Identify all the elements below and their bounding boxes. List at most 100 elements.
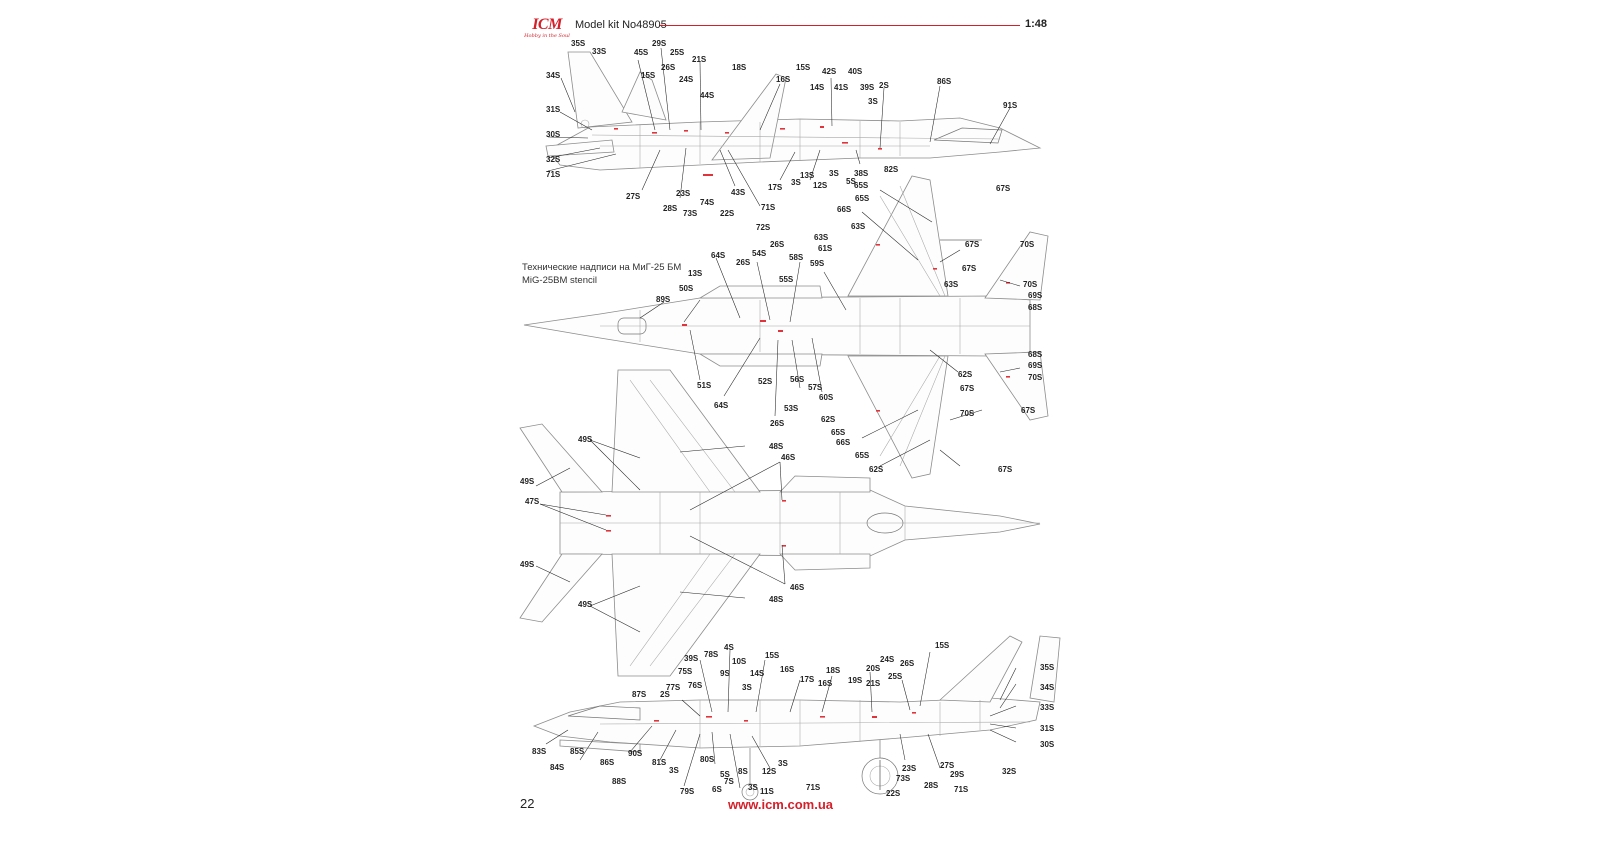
stencil-label: 35S <box>571 39 586 48</box>
stencil-label: 49S <box>578 600 593 609</box>
stencil-label: 65S <box>855 194 870 203</box>
stencil-label: 49S <box>578 435 593 444</box>
stencil-label: 84S <box>550 763 565 772</box>
stencil-label: 8S <box>738 767 748 776</box>
stencil-label: 88S <box>612 777 627 786</box>
scale-label: 1:48 <box>1025 18 1048 30</box>
top-view-labels: 64S26S54S26S58S55S13S50S89S51S64S52S53S2… <box>656 181 1043 474</box>
stencil-label: 26S <box>770 240 785 249</box>
stencil-label: 28S <box>663 204 678 213</box>
stencil-label: 48S <box>769 442 784 451</box>
stencil-label: 3S <box>748 783 758 792</box>
stencil-label: 3S <box>742 683 752 692</box>
stencil-label: 26S <box>770 419 785 428</box>
stencil-label: 77S <box>666 683 681 692</box>
stencil-label: 62S <box>869 465 884 474</box>
stencil-label: 67S <box>998 465 1013 474</box>
stencil-label: 3S <box>669 766 679 775</box>
stencil-label: 29S <box>950 770 965 779</box>
stencil-label: 69S <box>1028 291 1043 300</box>
stencil-label: 22S <box>886 789 901 798</box>
stencil-label: 60S <box>819 393 834 402</box>
stencil-label: 20S <box>866 664 881 673</box>
stencil-label: 63S <box>814 233 829 242</box>
stencil-label: 10S <box>732 657 747 666</box>
stencil-label: 34S <box>1040 683 1055 692</box>
stencil-label: 25S <box>888 672 903 681</box>
stencil-label: 65S <box>855 451 870 460</box>
stencil-label: 30S <box>1040 740 1055 749</box>
side-view-right <box>532 635 1061 801</box>
stencil-label: 46S <box>790 583 805 592</box>
top-view <box>523 175 1049 479</box>
stencil-label: 22S <box>720 209 735 218</box>
stencil-label: 17S <box>768 183 783 192</box>
stencil-label: 31S <box>1040 724 1055 733</box>
stencil-label: 67S <box>996 184 1011 193</box>
stencil-label: 39S <box>684 654 699 663</box>
side-view-left <box>545 51 1042 176</box>
stencil-label: 64S <box>711 251 726 260</box>
stencil-label: 67S <box>965 240 980 249</box>
stencil-label: 63S <box>851 222 866 231</box>
stencil-label: 56S <box>790 375 805 384</box>
stencil-label: 82S <box>884 165 899 174</box>
side-view-right-callouts <box>545 649 1017 790</box>
stencil-label: 43S <box>731 188 746 197</box>
stencil-label: 12S <box>813 181 828 190</box>
stencil-label: 66S <box>837 205 852 214</box>
stencil-label: 16S <box>780 665 795 674</box>
stencil-label: 53S <box>784 404 799 413</box>
stencil-label: 49S <box>520 477 535 486</box>
bottom-view <box>519 369 1041 677</box>
stencil-label: 71S <box>806 783 821 792</box>
stencil-label: 86S <box>937 77 952 86</box>
stencil-label: 66S <box>836 438 851 447</box>
stencil-label: 73S <box>683 209 698 218</box>
stencil-label: 33S <box>1040 703 1055 712</box>
logo-tagline: Hobby in the Soul <box>524 33 570 39</box>
stencil-label: 87S <box>632 690 647 699</box>
stencil-label: 72S <box>756 223 771 232</box>
stencil-label: 58S <box>789 253 804 262</box>
stencil-label: 71S <box>546 170 561 179</box>
stencil-label: 46S <box>781 453 796 462</box>
stencil-label: 75S <box>678 667 693 676</box>
stencil-label: 14S <box>810 83 825 92</box>
stencil-label: 18S <box>826 666 841 675</box>
stencil-label: 27S <box>940 761 955 770</box>
stencil-label: 5S <box>720 770 730 779</box>
stencil-label: 2S <box>660 690 670 699</box>
stencil-label: 18S <box>732 63 747 72</box>
stencil-label: 55S <box>779 275 794 284</box>
stencil-label: 68S <box>1028 303 1043 312</box>
stencil-label: 79S <box>680 787 695 796</box>
stencil-title-ru: Технические надписи на МиГ-25 БМ <box>522 262 682 273</box>
kit-number: Model kit No48905 <box>575 19 667 31</box>
stencil-label: 70S <box>960 409 975 418</box>
stencil-label: 62S <box>958 370 973 379</box>
stencil-label: 74S <box>700 198 715 207</box>
stencil-label: 85S <box>570 747 585 756</box>
stencil-label: 32S <box>1002 767 1017 776</box>
top-view-callouts <box>639 189 1021 467</box>
stencil-label: 69S <box>1028 361 1043 370</box>
stencil-label: 15S <box>796 63 811 72</box>
stencil-label: 38S <box>854 169 869 178</box>
stencil-label: 65S <box>831 428 846 437</box>
stencil-label: 28S <box>924 781 939 790</box>
stencil-label: 15S <box>765 651 780 660</box>
stencil-label: 16S <box>818 679 833 688</box>
stencil-label: 91S <box>1003 101 1018 110</box>
stencil-label: 83S <box>532 747 547 756</box>
stencil-label: 39S <box>860 83 875 92</box>
stencil-label: 19S <box>848 676 863 685</box>
stencil-label: 44S <box>700 91 715 100</box>
stencil-label: 26S <box>900 659 915 668</box>
stencil-label: 17S <box>800 675 815 684</box>
stencil-label: 50S <box>679 284 694 293</box>
stencil-label: 26S <box>661 63 676 72</box>
stencil-label: 59S <box>810 259 825 268</box>
